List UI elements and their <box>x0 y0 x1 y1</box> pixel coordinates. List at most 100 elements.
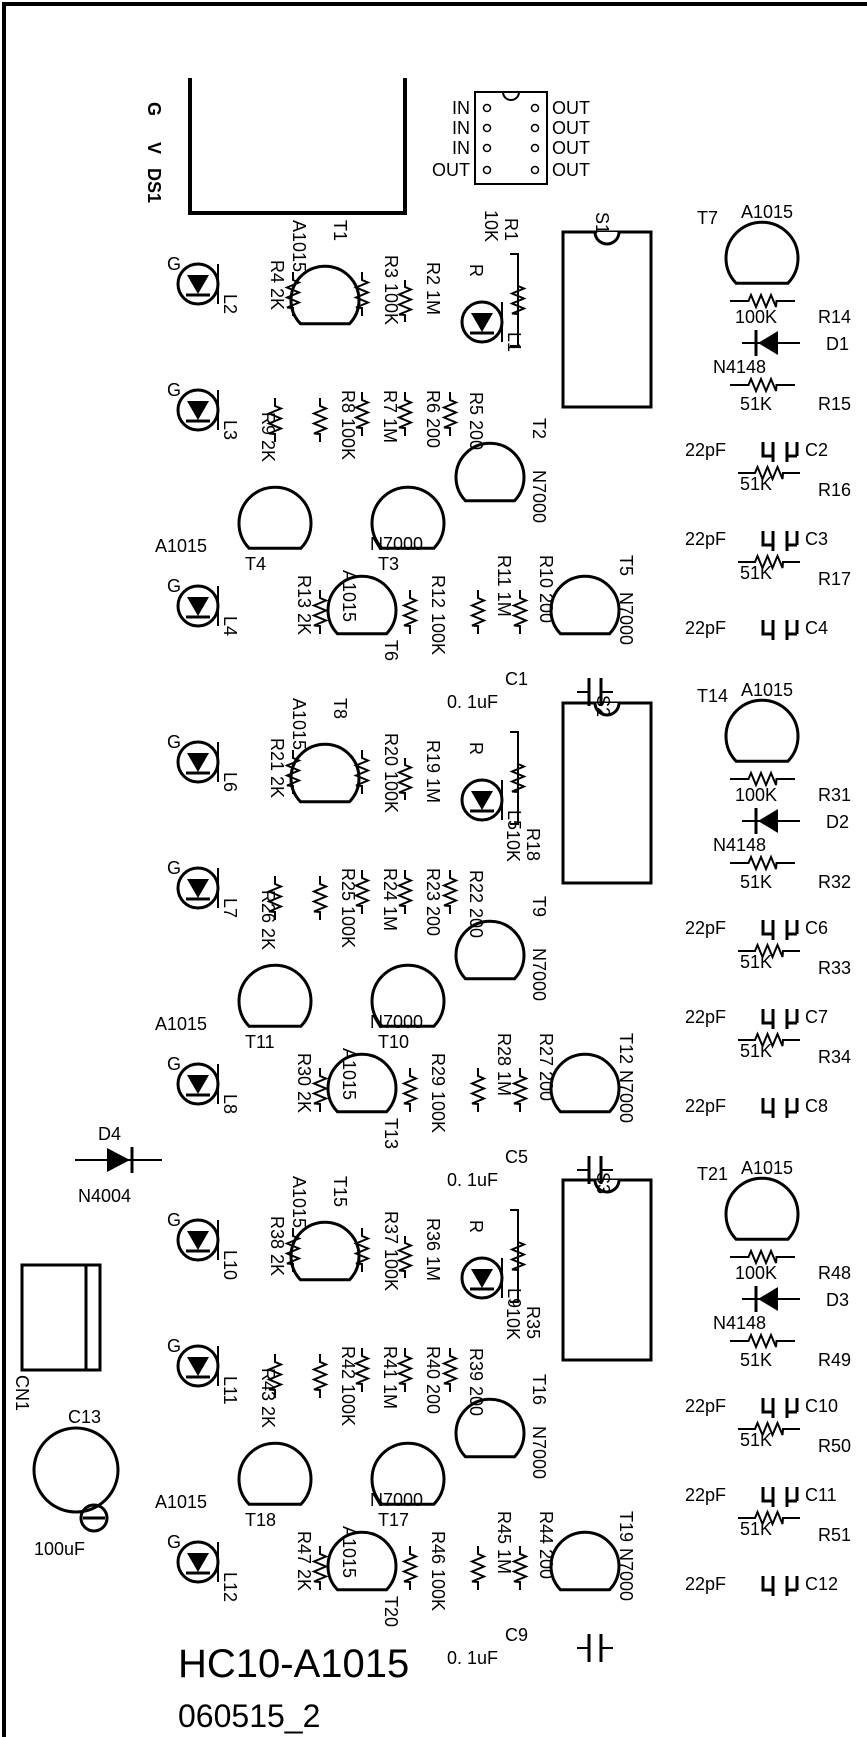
capacitor-name: C8 <box>805 1096 828 1116</box>
capacitor-name: C4 <box>805 618 828 638</box>
led-resistor-zig <box>509 748 527 808</box>
resistor-value: 51K <box>740 1041 772 1061</box>
ic-pin-left-2: IN <box>452 118 470 138</box>
capacitor-value: 22pF <box>685 1396 726 1416</box>
transistor-T2 <box>454 441 526 503</box>
transistor-name: T13 <box>381 1118 401 1149</box>
resistor-R39 200 <box>441 1348 459 1392</box>
capacitor-name: C12 <box>805 1574 838 1594</box>
ic-pin-right-1: OUT <box>552 98 590 118</box>
capacitor-value: 22pF <box>685 1485 726 1505</box>
capacitor-C1 <box>577 678 613 706</box>
d4-diode: D4 N4004 <box>75 1124 162 1206</box>
resistor-R47 2K <box>311 1546 329 1590</box>
resistor-label: R36 1M <box>423 1218 443 1281</box>
led-r-label: R <box>466 1220 486 1233</box>
led-resistor-name: R35 <box>523 1306 543 1339</box>
resistor-label: R21 2K <box>267 738 287 798</box>
led-pin-label: G <box>167 858 181 878</box>
resistor-label: R4 2K <box>267 260 287 310</box>
led-L6: GL6 <box>167 732 240 792</box>
resistor-R5 200 <box>441 392 459 436</box>
switch-s1: S1 <box>561 212 653 409</box>
resistor-R11 1M <box>469 590 487 634</box>
led-label: L7 <box>220 898 240 918</box>
resistor-value: 51K <box>740 474 772 494</box>
led-pin-label: G <box>167 732 181 752</box>
transistor-name: T19 <box>616 1511 636 1542</box>
resistor-value: 51K <box>740 1519 772 1539</box>
resistor-name: R17 <box>818 569 851 589</box>
transistor-part: A1015 <box>155 1492 207 1512</box>
resistor-R34 <box>738 1031 800 1049</box>
resistor-R21 2K <box>284 750 302 794</box>
resistor-name: R16 <box>818 480 851 500</box>
transistor-part: N7000 <box>616 592 636 645</box>
resistor-R19 1M <box>396 758 414 800</box>
led-L2: GL2 <box>167 254 240 314</box>
transistor-part: A1015 <box>289 220 309 272</box>
diode-name: D3 <box>826 1290 849 1310</box>
transistor-part: N7000 <box>370 1012 423 1032</box>
resistor-value: 51K <box>740 872 772 892</box>
capacitor-name: C5 <box>505 1147 528 1167</box>
resistor-R44 200 <box>511 1546 529 1590</box>
transistor-name: T20 <box>381 1596 401 1627</box>
transistor-part: A1015 <box>339 570 359 622</box>
led-label: L5 <box>504 810 524 830</box>
cn1-label: CN1 <box>12 1375 32 1411</box>
r1-name: R1 <box>501 218 521 241</box>
capacitor-name: C3 <box>805 529 828 549</box>
resistor-value: 100K <box>735 785 777 805</box>
capacitor-value: 22pF <box>685 1007 726 1027</box>
resistor-label: R2 1M <box>423 262 443 315</box>
led-L3: GL3 <box>167 380 240 440</box>
ic-pin-left-4: OUT <box>432 160 470 180</box>
diode-part: N4148 <box>713 357 766 377</box>
c13-value: 100uF <box>34 1539 85 1559</box>
led-L4: GL4 <box>167 576 240 636</box>
led-pin-label: G <box>167 254 181 274</box>
capacitor-value: 0. 1uF <box>447 1170 498 1190</box>
ds1-label: DS1 <box>144 168 164 203</box>
transistor-part: A1015 <box>155 536 207 556</box>
resistor-name: R31 <box>818 785 851 805</box>
ic-pin-left-3: IN <box>452 138 470 158</box>
transistor-name: T9 <box>529 896 549 917</box>
resistor-R41 1M <box>353 1348 371 1392</box>
led-pin-label: G <box>167 1054 181 1074</box>
transistor-part: A1015 <box>339 1526 359 1578</box>
capacitor-C5 <box>577 1156 613 1184</box>
resistor-label: R12 100K <box>428 575 448 655</box>
transistor-T20 <box>326 1530 398 1592</box>
transistor-T3 <box>370 485 446 550</box>
resistor-R51 <box>738 1509 800 1527</box>
resistor-R12 100K <box>401 590 419 634</box>
transistor-name: T14 <box>697 686 728 706</box>
resistor-value: 51K <box>740 1350 772 1370</box>
resistor-R7 1M <box>353 392 371 436</box>
resistor-label: R41 1M <box>380 1346 400 1409</box>
resistor-R37 100K <box>353 1228 371 1272</box>
transistor-part: N7000 <box>529 948 549 1001</box>
switch-s2: S2 <box>561 695 653 885</box>
resistor-label: R8 100K <box>338 390 358 460</box>
capacitor-value: 0. 1uF <box>447 1648 498 1668</box>
resistor-label: R27 200 <box>536 1033 556 1101</box>
resistor-label: R13 2K <box>294 575 314 635</box>
switch-s1-label: S1 <box>592 212 612 234</box>
transistor-part: N7000 <box>529 1426 549 1479</box>
capacitor-value: 22pF <box>685 529 726 549</box>
capacitor-value: 22pF <box>685 440 726 460</box>
resistor-label: R37 100K <box>381 1211 401 1291</box>
transistor-part: A1015 <box>155 1014 207 1034</box>
